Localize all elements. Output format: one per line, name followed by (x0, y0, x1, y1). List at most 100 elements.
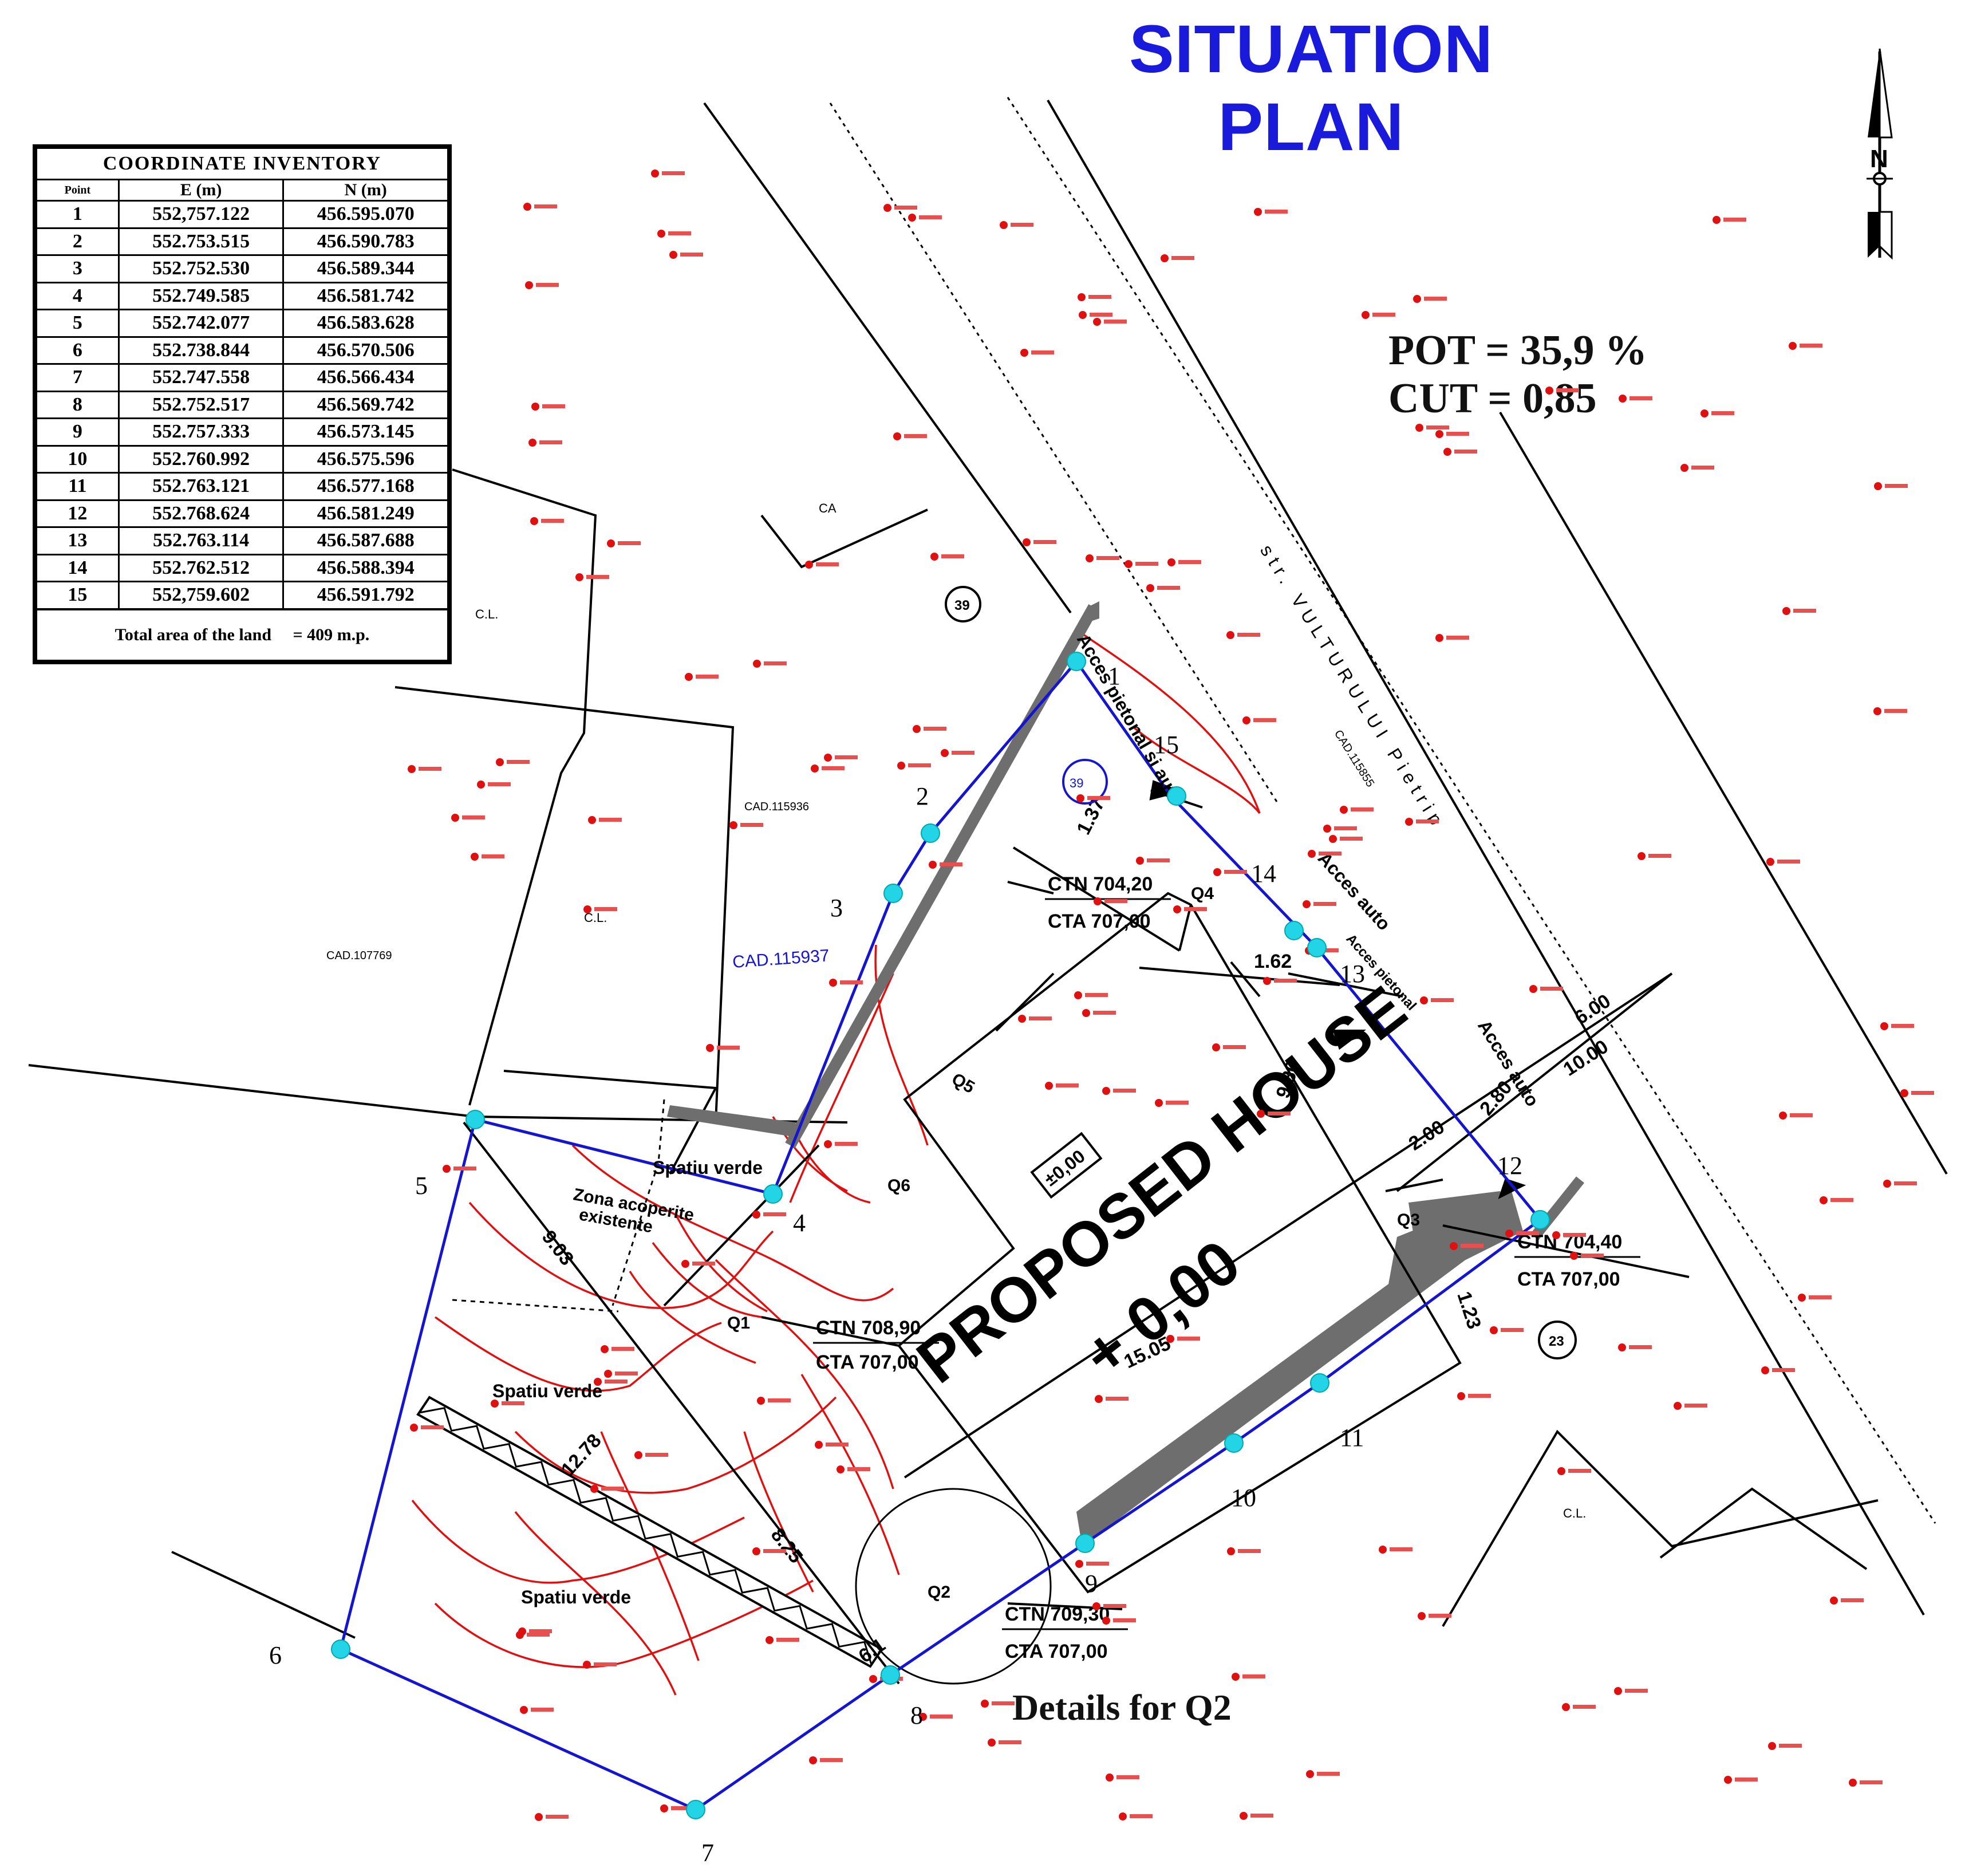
cell-n: 456.573.145 (282, 417, 449, 447)
survey-dot (594, 1378, 602, 1386)
vertex-marker (1075, 1534, 1095, 1553)
survey-dot-label (534, 204, 557, 208)
survey-dot-label (668, 231, 691, 235)
cell-e: 552.753.515 (117, 227, 285, 256)
cell-n: 456.588.394 (282, 553, 449, 582)
street-name: str. VULTURULUI Pietrip (1256, 541, 1450, 834)
survey-dot (1415, 424, 1423, 432)
survey-dot-label (1085, 993, 1108, 997)
cell-n: 456.589.344 (282, 254, 449, 283)
survey-dot (1820, 1196, 1828, 1204)
survey-dot (1830, 1597, 1838, 1605)
survey-dot-label (1772, 1368, 1795, 1372)
cell-n: 456.569.742 (282, 390, 449, 419)
survey-dot-label (531, 1708, 554, 1712)
survey-dot (1413, 295, 1421, 303)
total-area-label: Total area of the land (115, 625, 272, 644)
survey-dot (883, 204, 891, 212)
survey-dot-label (1446, 432, 1469, 436)
survey-dot-label (1516, 1231, 1539, 1235)
survey-dot-label (1250, 1814, 1273, 1818)
cell-n: 456.587.688 (282, 526, 449, 555)
vertex-label: 11 (1340, 1424, 1364, 1452)
cadastral-a: CAD.115936 (744, 801, 809, 813)
vertex-label: 3 (830, 894, 843, 922)
survey-dot-label (717, 1046, 740, 1050)
survey-dot (1146, 584, 1154, 592)
zone-cl-1: C.L. (475, 607, 498, 621)
cell-n: 456.575.596 (282, 444, 449, 474)
survey-dot-label (1238, 1549, 1261, 1553)
survey-dot-label (462, 815, 485, 819)
access-2: Acces auto (1314, 848, 1395, 935)
marker-2: 39 (1070, 776, 1083, 790)
survey-dot (523, 203, 531, 211)
survey-dot (1614, 1687, 1622, 1695)
survey-dot (757, 1397, 765, 1405)
survey-dot (443, 1165, 451, 1173)
survey-dot (477, 781, 485, 789)
survey-dot (1638, 852, 1646, 860)
cut-value: CUT = 0,85 (1388, 375, 1597, 422)
cell-n: 456.566.434 (282, 363, 449, 392)
survey-dot (451, 814, 459, 822)
survey-dot (1418, 1612, 1426, 1620)
survey-dot (496, 758, 504, 766)
survey-dot (1329, 835, 1337, 843)
survey-dot (1789, 342, 1797, 350)
survey-dot (525, 281, 533, 289)
survey-dot (706, 1044, 714, 1052)
survey-dot-label (1268, 1112, 1291, 1116)
survey-dot (1557, 1467, 1565, 1475)
survey-dot-label (586, 575, 609, 579)
survey-dot-label (1274, 979, 1297, 983)
survey-dot-label (1113, 1618, 1136, 1622)
vertex-marker (1307, 938, 1327, 957)
survey-dot-label (1104, 899, 1127, 903)
survey-dot (1450, 1242, 1458, 1250)
survey-dot-label (763, 1212, 786, 1216)
vertex-label: 15 (1154, 731, 1179, 759)
street-lines (28, 97, 1948, 1639)
survey-dot-label (1116, 1775, 1139, 1779)
survey-dot-label (904, 434, 927, 438)
survey-dot-label (1581, 1254, 1604, 1258)
cell-e: 552.760.992 (117, 444, 285, 474)
survey-dot (1724, 1776, 1732, 1784)
survey-dot (1075, 1560, 1083, 1568)
survey-dot (753, 660, 761, 668)
survey-dot (1761, 1366, 1769, 1374)
survey-dot-label (1166, 1101, 1189, 1105)
survey-dot (1213, 868, 1221, 876)
survey-dot-label (835, 1142, 858, 1146)
survey-dot-label (840, 980, 863, 984)
cell-e: 552.738.844 (117, 336, 285, 365)
survey-dot-label (662, 171, 685, 175)
survey-dot-label (1106, 1397, 1129, 1401)
survey-dot-label (768, 1398, 791, 1402)
cell-e: 552.752.530 (117, 254, 285, 283)
survey-dot-label (1029, 1016, 1052, 1020)
survey-dot-label (924, 727, 946, 731)
survey-dot (1308, 850, 1316, 858)
survey-dot (1240, 1812, 1248, 1820)
survey-dot-label (1372, 313, 1395, 317)
survey-dot (729, 821, 737, 829)
survey-dot-label (992, 1701, 1015, 1705)
survey-dot (583, 905, 591, 913)
survey-dot-label (541, 519, 564, 523)
survey-dot-label (847, 1467, 870, 1471)
survey-dot-label (1237, 633, 1260, 637)
cell-n: 456.591.792 (282, 581, 449, 610)
survey-dot (1570, 1252, 1578, 1260)
survey-dot (1849, 1779, 1857, 1787)
vertex-marker (1530, 1210, 1550, 1229)
q3-cta: CTA 707,00 (1517, 1268, 1620, 1290)
dim-12: 8.25 (767, 1524, 807, 1568)
survey-dot (1093, 318, 1101, 326)
survey-dot (530, 517, 538, 525)
